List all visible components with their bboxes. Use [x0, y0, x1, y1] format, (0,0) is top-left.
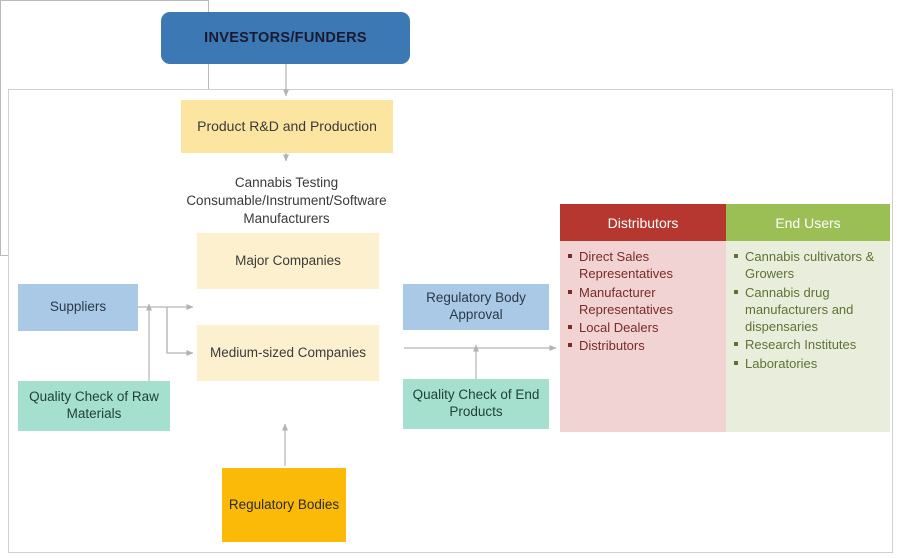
list-item: Direct Sales Representatives [568, 248, 720, 283]
major-companies-node[interactable]: Major Companies [197, 233, 379, 289]
list-item: Cannabis cultivators & Growers [734, 248, 884, 283]
distributors-panel: Distributors Direct Sales Representative… [560, 204, 726, 432]
end-users-panel-header: End Users [726, 204, 890, 241]
distributors-panel-header: Distributors [560, 204, 726, 241]
quality-check-end-products-node[interactable]: Quality Check of End Products [403, 379, 549, 429]
distributors-list: Direct Sales Representatives Manufacture… [568, 248, 720, 355]
regulatory-body-approval-node[interactable]: Regulatory Body Approval [403, 284, 549, 330]
regulatory-bodies-node[interactable]: Regulatory Bodies [222, 468, 346, 542]
suppliers-node[interactable]: Suppliers [18, 284, 138, 331]
end-users-panel: End Users Cannabis cultivators & Growers… [726, 204, 890, 432]
list-item: Cannabis drug manufacturers and dispensa… [734, 284, 884, 336]
list-item: Local Dealers [568, 319, 720, 336]
list-item: Laboratories [734, 355, 884, 372]
product-rd-production-node[interactable]: Product R&D and Production [181, 100, 393, 153]
list-item: Research Institutes [734, 336, 884, 353]
end-users-panel-body: Cannabis cultivators & Growers Cannabis … [726, 241, 890, 379]
end-users-list: Cannabis cultivators & Growers Cannabis … [734, 248, 884, 372]
list-item: Distributors [568, 337, 720, 354]
investors-funders-node[interactable]: INVESTORS/FUNDERS [161, 12, 410, 64]
distributors-panel-body: Direct Sales Representatives Manufacture… [560, 241, 726, 362]
list-item: Manufacturer Representatives [568, 284, 720, 319]
quality-check-raw-materials-node[interactable]: Quality Check of Raw Materials [18, 381, 170, 431]
medium-sized-companies-node[interactable]: Medium-sized Companies [197, 325, 379, 381]
manufacturers-card-title: Cannabis Testing Consumable/Instrument/S… [186, 175, 387, 227]
